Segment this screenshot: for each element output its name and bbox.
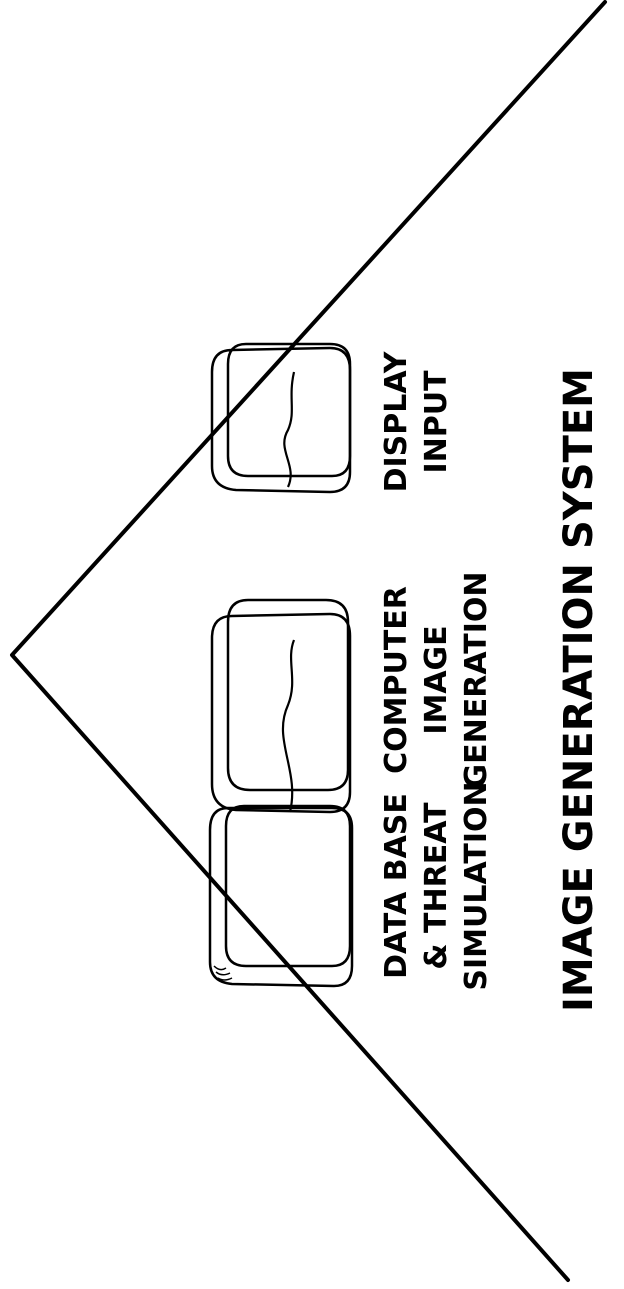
- node-face: [228, 344, 350, 476]
- label-data-base-threat-simulation: DATA BASE & THREAT SIMULATION: [379, 781, 494, 990]
- label-computer-image-generation: COMPUTER IMAGE GENERATION: [379, 572, 494, 789]
- label-line: DISPLAY: [379, 350, 414, 492]
- node-face: [226, 806, 350, 966]
- v-outline: [12, 2, 605, 1280]
- label-line: DATA BASE: [379, 793, 414, 979]
- label-line: INPUT: [419, 370, 454, 474]
- connector-database-to-computer: [283, 640, 294, 812]
- node-display-input: [212, 344, 350, 492]
- label-line: SIMULATION: [459, 781, 494, 990]
- label-line: & THREAT: [419, 802, 454, 970]
- diagram-title: IMAGE GENERATION SYSTEM: [556, 368, 602, 1012]
- label-line: IMAGE: [419, 625, 454, 734]
- label-line: GENERATION: [459, 572, 494, 789]
- connector-computer-to-display: [284, 372, 294, 487]
- label-display-input: DISPLAY INPUT: [379, 350, 454, 492]
- label-line: COMPUTER: [379, 586, 414, 774]
- node-computer-image-generation: [212, 600, 350, 812]
